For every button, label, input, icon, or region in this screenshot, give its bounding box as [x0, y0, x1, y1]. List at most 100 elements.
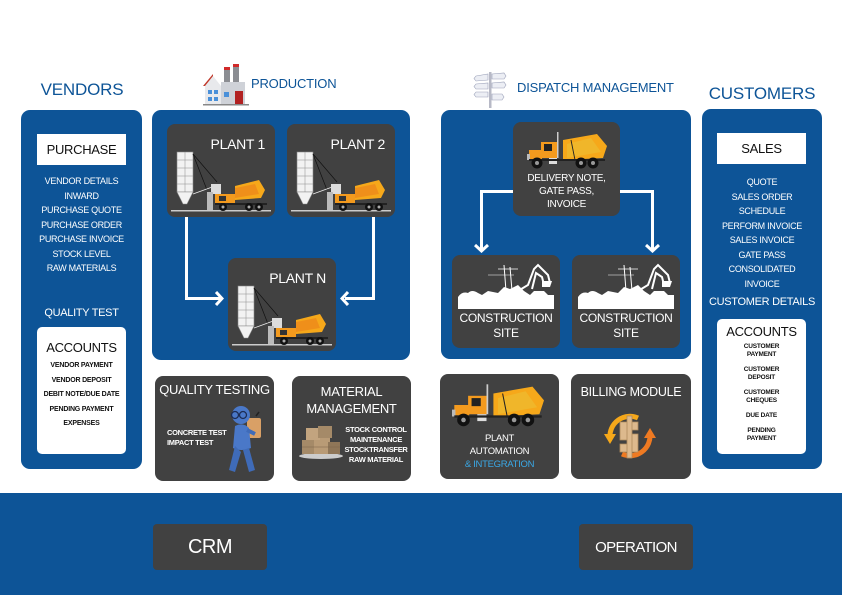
construction-site-box-1[interactable]: CONSTRUCTION SITE: [452, 255, 560, 348]
vendors-panel: PURCHASE VENDOR DETAILS INWARD PURCHASE …: [21, 110, 142, 469]
item-line: CHEQUES: [746, 397, 777, 404]
dollar-cycle-icon: [602, 408, 658, 464]
purchase-item[interactable]: PURCHASE INVOICE: [39, 234, 124, 244]
customer-accounts-item[interactable]: CUSTOMER PAYMENT: [717, 343, 806, 359]
crm-label: CRM: [187, 535, 233, 558]
sales-item[interactable]: SALES ORDER: [731, 191, 793, 202]
material-item[interactable]: STOCK CONTROL: [345, 425, 407, 434]
plant-2-box[interactable]: PLANT 2: [287, 124, 395, 217]
batching-plant-icon: [232, 284, 332, 346]
construction-site-icon: [578, 261, 674, 309]
site-label-line1: CONSTRUCTION: [579, 311, 673, 325]
mixer-truck-icon: [527, 130, 607, 170]
purchase-title: PURCHASE: [46, 142, 117, 157]
customer-accounts-item[interactable]: CUSTOMER DEPOSIT: [717, 366, 806, 382]
delivery-box[interactable]: DELIVERY NOTE, GATE PASS, INVOICE: [513, 122, 620, 216]
customer-details-label[interactable]: CUSTOMER DETAILS: [708, 296, 816, 308]
item-line: CUSTOMER: [743, 366, 780, 373]
purchase-item[interactable]: PURCHASE ORDER: [41, 219, 122, 230]
sales-item[interactable]: SALES INVOICE: [729, 235, 795, 245]
plant-1-label: PLANT 1: [210, 136, 266, 152]
purchase-box[interactable]: PURCHASE: [37, 134, 126, 165]
plant-n-box[interactable]: PLANT N: [228, 258, 336, 351]
customers-heading: CUSTOMERS: [708, 84, 816, 103]
customer-accounts-item[interactable]: CUSTOMER CHEQUES: [717, 389, 806, 405]
sales-item[interactable]: QUOTE: [746, 177, 778, 187]
customers-panel: SALES QUOTE SALES ORDER SCHEDULE PERFORM…: [702, 109, 822, 469]
dispatch-heading: DISPATCH MANAGEMENT: [517, 80, 674, 95]
purchase-item[interactable]: VENDOR DETAILS: [44, 176, 119, 186]
quality-testing-title: QUALITY TESTING: [159, 382, 270, 397]
arrow-head-down: [645, 243, 660, 253]
crm-button[interactable]: CRM: [153, 524, 267, 570]
quality-test-item[interactable]: CONCRETE TEST: [167, 428, 227, 437]
construction-site-icon: [458, 261, 554, 309]
plant-automation-line3: & INTEGRATION: [464, 459, 535, 470]
material-item[interactable]: STOCKTRANSFER: [344, 445, 408, 454]
dispatch-connector-left-v: [480, 190, 483, 250]
material-item[interactable]: MAINTENANCE: [349, 435, 403, 444]
billing-module-title: BILLING MODULE: [580, 385, 682, 399]
quality-testing-box[interactable]: QUALITY TESTING CONCRETE TEST IMPACT TES…: [155, 376, 274, 481]
arrow-plant1-right: [185, 297, 220, 300]
factory-icon: [203, 64, 249, 106]
site-label-line2: SITE: [493, 326, 519, 340]
operation-button[interactable]: OPERATION: [579, 524, 693, 570]
customer-accounts-item[interactable]: DUE DATE: [717, 412, 806, 420]
item-line: CUSTOMER: [743, 389, 780, 396]
sales-item[interactable]: PERFORM INVOICE: [721, 220, 802, 231]
material-management-title-2: MANAGEMENT: [306, 401, 397, 416]
vendor-accounts-box[interactable]: ACCOUNTS VENDOR PAYMENT VENDOR DEPOSIT D…: [37, 327, 126, 454]
vendor-accounts-item[interactable]: EXPENSES: [63, 420, 100, 427]
inspector-icon: [225, 404, 267, 476]
sales-item[interactable]: INVOICE: [744, 278, 780, 289]
sales-item[interactable]: CONSOLIDATED: [728, 264, 796, 274]
site-label-line1: CONSTRUCTION: [459, 311, 553, 325]
production-panel: PLANT 1 PLANT 2: [152, 110, 410, 360]
arrow-head-left: [340, 291, 350, 306]
delivery-line: GATE PASS,: [539, 186, 594, 197]
vendors-heading: VENDORS: [40, 80, 124, 99]
purchase-item[interactable]: RAW MATERIALS: [46, 263, 117, 273]
arrow-plant1-down: [185, 216, 188, 300]
material-item[interactable]: RAW MATERIAL: [348, 455, 404, 464]
purchase-item[interactable]: PURCHASE QUOTE: [41, 205, 122, 215]
customer-accounts-item[interactable]: PENDING PAYMENT: [717, 427, 806, 443]
arrow-plant2-down: [372, 216, 375, 300]
boxes-icon: [298, 424, 344, 460]
customer-accounts-box[interactable]: ACCOUNTS CUSTOMER PAYMENT CUSTOMER DEPOS…: [717, 319, 806, 454]
plant-automation-line1: PLANT: [484, 433, 515, 444]
plant-2-label: PLANT 2: [330, 136, 386, 152]
vendor-accounts-item[interactable]: VENDOR PAYMENT: [50, 362, 113, 369]
sales-title: SALES: [741, 141, 782, 156]
batching-plant-icon: [171, 150, 271, 212]
customer-accounts-title: ACCOUNTS: [726, 324, 797, 339]
item-line: DUE DATE: [745, 412, 778, 419]
vendor-accounts-item[interactable]: DEBIT NOTE/DUE DATE: [43, 391, 120, 398]
quality-test-label[interactable]: QUALITY TEST: [44, 307, 119, 319]
plant-1-box[interactable]: PLANT 1: [167, 124, 275, 217]
vendor-accounts-item[interactable]: PENDING PAYMENT: [49, 405, 114, 413]
material-management-box[interactable]: MATERIAL MANAGEMENT STOCK CONTROL MAINTE…: [292, 376, 411, 481]
operation-label: OPERATION: [595, 538, 677, 556]
sales-item[interactable]: GATE PASS: [738, 249, 786, 260]
item-line: PAYMENT: [746, 351, 777, 358]
plant-n-label: PLANT N: [269, 270, 326, 286]
mixer-truck-icon: [452, 382, 544, 428]
sales-box[interactable]: SALES: [717, 133, 806, 164]
footer-band: CRM OPERATION: [0, 493, 842, 595]
dispatch-connector-right-v: [651, 190, 654, 250]
item-line: DEPOSIT: [747, 374, 776, 381]
vendor-accounts-item[interactable]: VENDOR DEPOSIT: [51, 376, 112, 384]
plant-automation-box[interactable]: PLANT AUTOMATION & INTEGRATION: [440, 374, 559, 479]
dispatch-connector-right-h: [619, 190, 654, 193]
vendor-accounts-title: ACCOUNTS: [46, 340, 117, 355]
item-line: PAYMENT: [746, 435, 777, 442]
purchase-item[interactable]: STOCK LEVEL: [52, 248, 111, 259]
sales-item[interactable]: SCHEDULE: [738, 206, 786, 216]
purchase-item[interactable]: INWARD: [64, 190, 99, 201]
billing-module-box[interactable]: BILLING MODULE: [571, 374, 691, 479]
construction-site-box-2[interactable]: CONSTRUCTION SITE: [572, 255, 680, 348]
material-management-title-1: MATERIAL: [320, 384, 383, 399]
quality-test-item[interactable]: IMPACT TEST: [167, 438, 214, 447]
